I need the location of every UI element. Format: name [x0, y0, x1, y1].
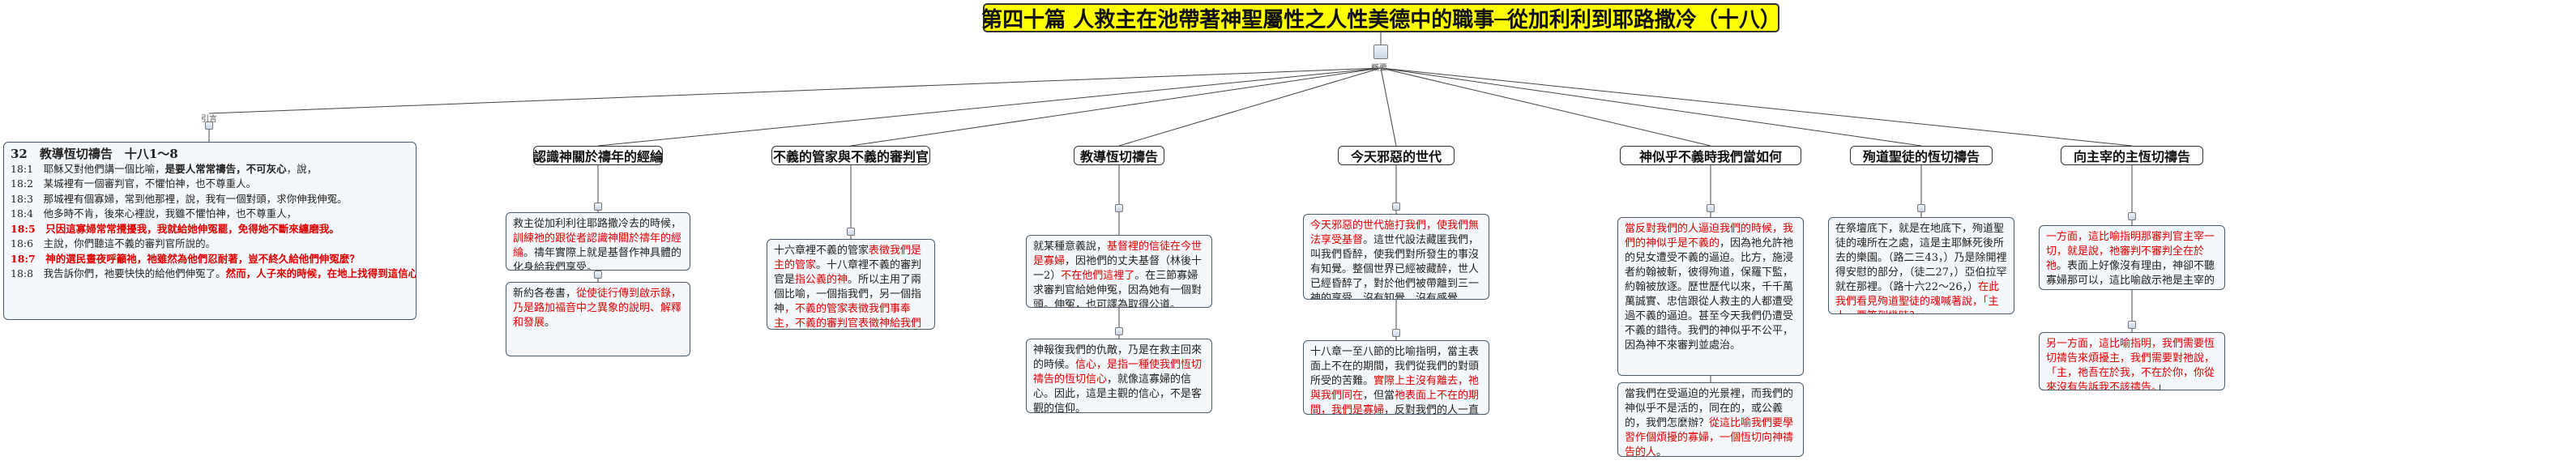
scripture-verse: 18:7 神的選民晝夜呼籲祂，祂雖然為他們忍耐著，豈不終久給他們伸冤麼？ — [11, 252, 360, 265]
note-box: 當我們在受逼迫的光景裡，而我們的神似乎不是活的，同在的，或公義的，我們怎麼辦？從… — [1617, 382, 1804, 457]
intro-label: 引言 — [201, 115, 217, 124]
note-icon — [2128, 212, 2136, 220]
branch-node-5[interactable]: 神似乎不義時我們當如何 — [1620, 146, 1801, 165]
note-box: 新約各卷書，從使徒行傳到啟示錄，乃是路加福音中之異象的說明、解釋和發展。 — [506, 282, 690, 356]
branch-node-7[interactable]: 向主宰的主恆切禱告 — [2061, 146, 2203, 165]
branch-node-4[interactable]: 今天邪惡的世代 — [1338, 146, 1455, 165]
scripture-box: 32 教導恆切禱告 十八1～8 18:1 耶穌又對他們講一個比喻，是要人常常禱告… — [3, 142, 417, 320]
note-icon — [1115, 204, 1123, 212]
note-icon — [1917, 204, 1925, 212]
note-box: 十八章一至八節的比喻指明，當主表面上不在的期間，我們從我們的對頭所受的苦難。實際… — [1303, 340, 1489, 415]
note-box: 一方面，這比喻指明那審判官主宰一切，就是說，祂審判不審判全在於祂。表面上好像沒有… — [2039, 225, 2225, 290]
branch-node-2[interactable]: 不義的管家與不義的審判官 — [771, 146, 930, 165]
scripture-verse: 18:1 耶穌又對他們講一個比喻，是要人常常禱告，不可灰心，說， — [11, 162, 318, 175]
branch-node-1[interactable]: 認識神關於禱年的經綸 — [533, 146, 663, 165]
note-box: 十六章裡不義的管家表徵我們是主的管家。十八章裡不義的審判官是指公義的神。所以主用… — [767, 239, 935, 330]
note-box: 當反對我們的人逼迫我們的時候，我們的神似乎是不義的，因為祂允許祂的兒女遭受不義的… — [1617, 217, 1804, 376]
note-box: 就某種意義說，基督裡的信徒在今世是寡婦，因祂們的丈夫基督（林後十一2）不在他們這… — [1026, 235, 1212, 308]
branch-node-6[interactable]: 殉道聖徒的恆切禱告 — [1850, 146, 1993, 165]
note-icon — [847, 228, 855, 236]
note-icon — [2128, 321, 2136, 329]
note-icon — [1392, 329, 1400, 337]
scripture-verse: 18:5 只因這寡婦常常攪擾我，我就給她伸冤罷，免得她不斷來纏磨我。 — [11, 222, 340, 235]
scripture-verse: 18:6 主說，你們聽這不義的審判官所說的。 — [11, 237, 216, 249]
scripture-verse: 18:2 某城裡有一個審判官，不懼怕神，也不尊重人。 — [11, 177, 257, 190]
scripture-verse: 18:8 我告訴你們，祂要快快的給他們伸冤了。然而，人子來的時候，在地上找得到這… — [11, 267, 416, 279]
note-box: 神報復我們的仇敵，乃是在救主回來的時候。信心，是指一種使我們恆切禱告的恆切信心，… — [1026, 339, 1212, 413]
branch-node-3[interactable]: 教導恆切禱告 — [1074, 146, 1164, 165]
note-icon — [205, 122, 213, 130]
scripture-heading: 32 教導恆切禱告 十八1～8 — [11, 147, 178, 161]
page-title: 第四十篇 人救主在池帶著神聖屬性之人性美德中的職事─從加利利到耶路撒冷（十八） — [981, 3, 1781, 32]
hub-label: 概要 — [1371, 64, 1387, 73]
note-box: 在祭壇底下，就是在地底下，殉道聖徒的魂所在之處，這是主耶穌死後所去的樂園。（路二… — [1828, 217, 2014, 314]
scripture-verse: 18:4 他多時不肯，後來心裡說，我雖不懼怕神，也不尊重人， — [11, 207, 297, 220]
note-box: 另一方面，這比喻指明，我們需要恆切禱告來煩擾主，我們需要對祂說，「主，祂吾在於我… — [2039, 332, 2225, 390]
mindmap-topic-icon — [1373, 45, 1388, 59]
scripture-verse: 18:3 那城裡有個寡婦，常到他那裡，說，我有一個對頭，求你伸我伸冤。 — [11, 192, 348, 205]
note-box: 今天邪惡的世代施打我們，使我們無法享受基督。這世代設法藏匿我們，叫我們昏醉，使我… — [1303, 214, 1489, 300]
note-icon — [594, 271, 602, 279]
note-icon — [594, 203, 602, 211]
note-box: 救主從加利利往耶路撒冷去的時候，訓練祂的跟從者認識神關於禱年的經綸。禱年實際上就… — [506, 212, 690, 271]
note-icon — [1707, 204, 1715, 212]
note-icon — [1392, 203, 1400, 211]
note-icon — [1115, 327, 1123, 335]
